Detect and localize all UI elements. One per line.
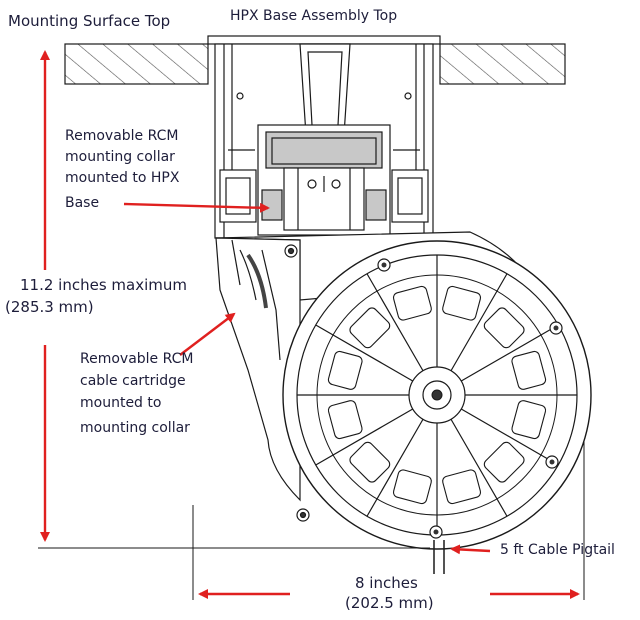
reel-window — [327, 350, 363, 390]
height-label-line-1: 11.2 inches maximum — [20, 276, 187, 294]
reel-spoke — [315, 324, 414, 382]
collar-label-line-2: mounting collar — [65, 149, 175, 165]
width-label-line-1: 8 inches — [355, 574, 418, 592]
reel-window — [392, 469, 432, 505]
dimension-lines — [38, 440, 585, 600]
hpx-base-assembly-top-label: HPX Base Assembly Top — [230, 8, 398, 24]
reel-screw-center — [553, 325, 559, 331]
reel-window — [392, 285, 432, 321]
reel-axle — [431, 389, 443, 401]
reel-window — [442, 469, 482, 505]
collar-label-line-1: Removable RCM — [65, 128, 179, 144]
reel-spoke — [450, 273, 508, 372]
reel-window — [511, 400, 547, 440]
cartridge-label-line-4: mounting collar — [80, 420, 190, 436]
reel-spoke — [315, 408, 414, 466]
reel-window — [349, 307, 391, 349]
cable-cartridge-housing — [239, 244, 310, 522]
height-label-line-2: (285.3 mm) — [5, 298, 94, 316]
reel-window — [349, 441, 391, 483]
rcm-mounting-collar — [257, 124, 391, 236]
reel-screw-center — [381, 262, 387, 268]
reel-spoke — [450, 418, 508, 517]
mounting-surface-top-label: Mounting Surface Top — [8, 12, 171, 30]
reel-spoke — [366, 418, 424, 517]
reel-screw-center — [549, 459, 555, 465]
reel-spoke — [366, 273, 424, 372]
collar-label-line-3: mounted to HPX — [65, 170, 180, 186]
cartridge-label-line-1: Removable RCM — [80, 351, 194, 367]
reel-spoke — [460, 408, 559, 466]
collar-label-line-4: Base — [65, 195, 100, 211]
pigtail-pointer-arrow — [450, 544, 491, 555]
red-arrows — [40, 50, 580, 599]
reel-spoke — [460, 324, 559, 382]
reel-window — [483, 441, 525, 483]
reel-window — [483, 307, 525, 349]
cartridge-label-line-3: mounted to — [80, 395, 162, 411]
reel-window — [511, 350, 547, 390]
pigtail-label: 5 ft Cable Pigtail — [500, 542, 615, 558]
cable-reel — [282, 240, 592, 550]
reel-window — [327, 400, 363, 440]
reel-window — [442, 285, 482, 321]
reel-screw-center — [433, 529, 439, 535]
cartridge-label-line-2: cable cartridge — [80, 373, 186, 389]
cartridge-pointer-arrow — [179, 312, 236, 356]
width-label-line-2: (202.5 mm) — [345, 594, 434, 612]
collar-pointer-arrow — [123, 202, 270, 213]
mounting-surface — [64, 43, 566, 85]
